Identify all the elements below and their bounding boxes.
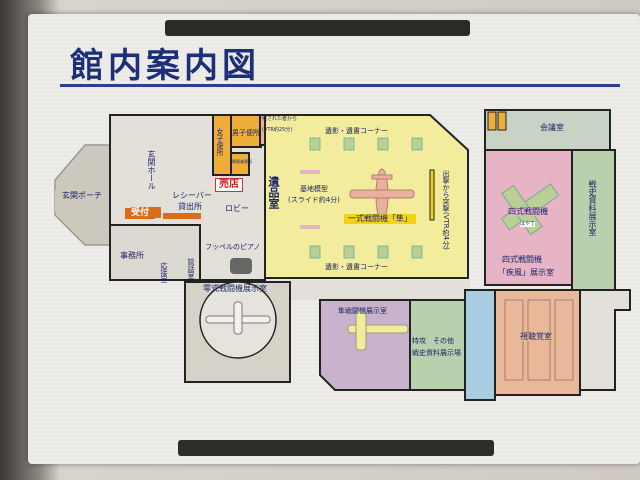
relics-room-label: 遺品室 [267, 176, 280, 209]
receiver-label: レシーバー [172, 191, 212, 200]
hayabusa-room-label: 隼戦闘機展示室 [338, 307, 387, 315]
tokko-label-2: 戦史資料展示場 [412, 349, 461, 357]
office-label: 事務所 [120, 251, 144, 260]
title-underline [60, 84, 620, 87]
hayabusa-plane2-icon [347, 309, 409, 351]
model-label-1: 基地模型 [300, 185, 328, 193]
blue-corridor [464, 289, 496, 401]
hayabusa-plane-icon [349, 168, 415, 222]
hayate-room-label-2: 「疾風」展示室 [498, 268, 554, 277]
office-area [109, 224, 201, 281]
porch-label: 玄関ポーチ [62, 191, 102, 200]
side-room [579, 289, 631, 391]
reception-room-label: 応接室 [160, 262, 168, 283]
zero-plane-icon [205, 301, 271, 335]
history-room-label: 戦史資料展示室 [588, 180, 597, 236]
piano-shape [230, 258, 252, 274]
type4-fighter-label: 四式戦闘機 [508, 207, 548, 216]
history-room [571, 149, 616, 291]
zero-room-label: 零式戦闘機展示室 [203, 284, 267, 293]
meeting-room-label: 会議室 [540, 123, 564, 132]
rental-label: 貸出所 [178, 202, 202, 211]
hayate-room-label-1: 四式戦闘機 [502, 255, 542, 264]
audiovisual-room [494, 289, 581, 396]
lobby-label: ロビー [225, 204, 249, 213]
accessible-toilet [230, 152, 250, 176]
sign-clip [165, 20, 470, 36]
sortie-vtr-label: 出撃から突撃(VTR約4分) [442, 170, 450, 250]
piano-label: フッペルのピアノ [205, 243, 261, 251]
sign-stand [178, 440, 494, 456]
audiovisual-room-label: 視聴覚室 [520, 332, 552, 341]
vtr-room-label-1: 残された者から [262, 116, 298, 122]
portrait-corner-top-label: 遺影・遺書コーナー [325, 127, 388, 135]
vtr-room-label-2: (VTR約25分) [262, 127, 293, 133]
type4-sub-label: はやて [520, 221, 536, 227]
lecture-room-label: 談話室 [187, 258, 195, 279]
entrance-path [55, 190, 115, 212]
shop-label: 売店 [215, 178, 243, 192]
mens-toilet-label: 男子便所 [232, 129, 260, 137]
reception-label: 受付 [125, 208, 156, 219]
portrait-corner-bottom-label: 遺影・遺書コーナー [325, 263, 388, 271]
rental-counter [163, 213, 201, 219]
tokko-label-1: 特攻 その他 [412, 337, 454, 345]
hayabusa-fighter-label: 一式戦闘機「隼」 [344, 214, 416, 224]
corridor [290, 280, 470, 300]
entrance-hall-label: 玄関ホール [147, 150, 156, 190]
model-label-2: (スライド約4分) [288, 196, 340, 204]
tokko-room [409, 299, 466, 391]
accessible-toilet-label: 障害者便所 [232, 159, 252, 164]
womens-toilet-label: 女子便所 [216, 128, 224, 156]
sign-title: 館内案内図 [70, 46, 260, 86]
